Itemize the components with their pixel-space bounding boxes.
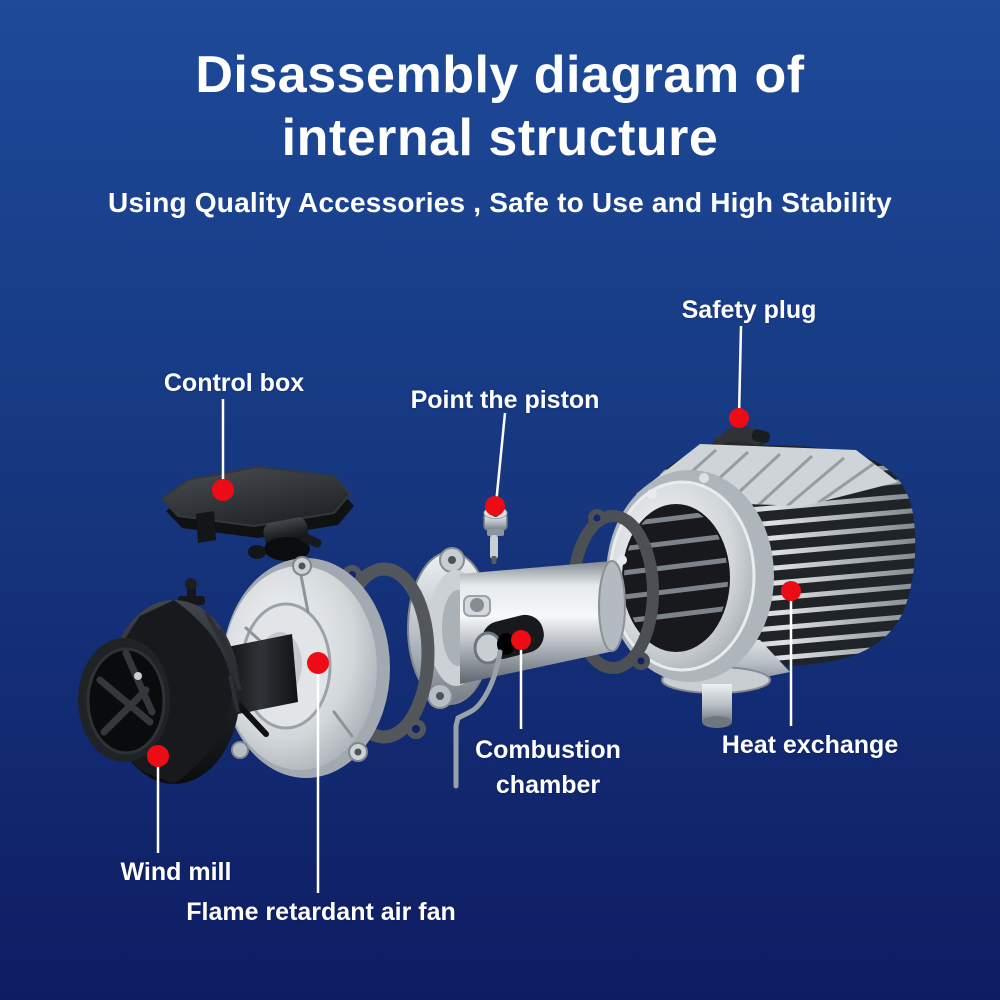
label-wind-mill: Wind mill [120, 858, 232, 886]
label-heat-exchange: Heat exchange [721, 731, 899, 759]
air-fan-part [211, 556, 390, 778]
marker-heat-exchange [781, 581, 801, 601]
marker-wind-mill [147, 745, 169, 767]
title-line-2: internal structure [281, 109, 719, 168]
label-safety-plug: Safety plug [681, 296, 817, 324]
leader-lines [156, 325, 793, 893]
page-subtitle: Using Quality Accessories , Safe to Use … [108, 186, 892, 218]
marker-flame-retardant-air-fan [307, 652, 329, 674]
title-line-1: Disassembly diagram of [195, 46, 805, 104]
wind-mill-part [78, 578, 242, 784]
label-flame-retardant-air-fan: Flame retardant air fan [186, 898, 456, 926]
label-combustion-chamber: Combustion chamber [475, 736, 621, 799]
callout-markers [147, 408, 801, 767]
marker-combustion-chamber [511, 630, 531, 650]
label-point-the-piston: Point the piston [410, 386, 600, 414]
marker-control-box [212, 479, 234, 501]
leader-point-the-piston [494, 412, 507, 505]
leader-safety-plug [737, 325, 743, 417]
control-box-part [161, 466, 354, 561]
marker-safety-plug [729, 408, 749, 428]
label-control-box: Control box [163, 369, 305, 397]
marker-point-the-piston [485, 496, 505, 516]
